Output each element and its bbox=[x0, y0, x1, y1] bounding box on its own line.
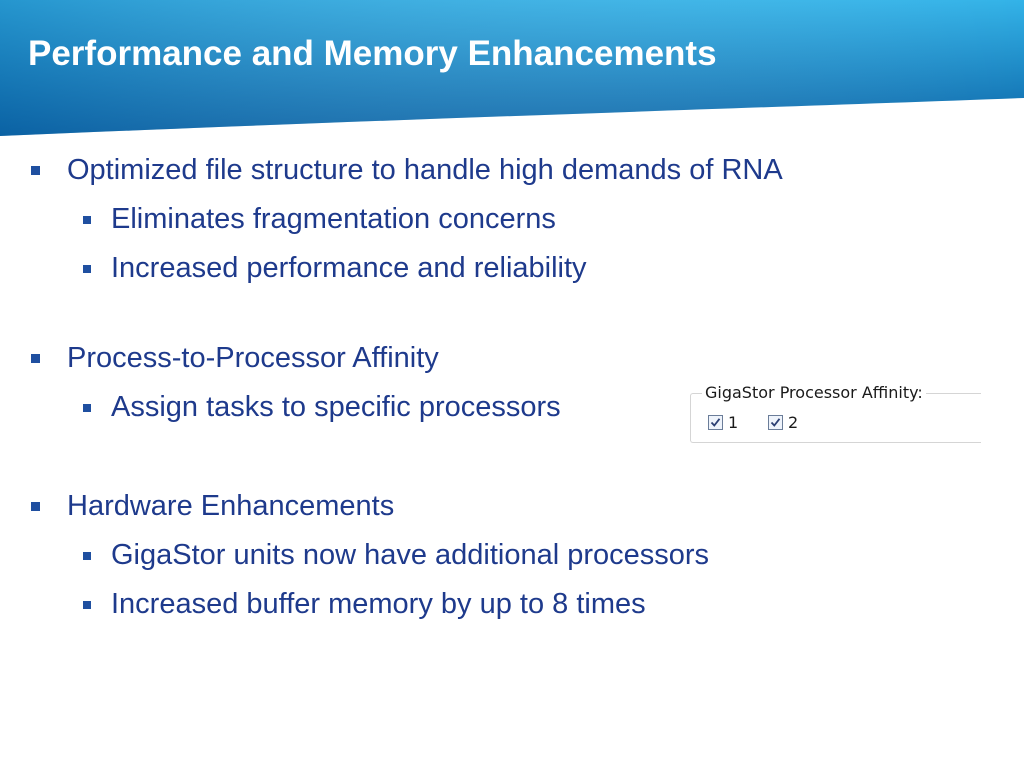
sub-bullet-item: GigaStor units now have additional proce… bbox=[83, 539, 709, 572]
square-bullet-icon bbox=[83, 551, 91, 560]
processor-2-checkbox[interactable]: 2 bbox=[768, 413, 798, 432]
sub-bullet-item: Increased buffer memory by up to 8 times bbox=[83, 588, 646, 621]
checkbox-label: 2 bbox=[788, 413, 799, 432]
processor-affinity-panel: GigaStor Processor Affinity: 1 2 bbox=[690, 383, 981, 443]
bullet-text: Hardware Enhancements bbox=[67, 490, 395, 522]
square-bullet-icon bbox=[83, 600, 91, 609]
sub-bullet-text: Assign tasks to specific processors bbox=[111, 391, 561, 423]
square-bullet-icon bbox=[31, 166, 40, 175]
bullet-text: Process-to-Processor Affinity bbox=[67, 342, 439, 374]
checkbox-checked-icon[interactable] bbox=[708, 415, 723, 430]
square-bullet-icon bbox=[31, 354, 40, 363]
sub-bullet-text: Increased buffer memory by up to 8 times bbox=[111, 588, 646, 620]
bullet-item: Process-to-Processor Affinity bbox=[31, 342, 439, 375]
checkbox-label: 1 bbox=[728, 413, 739, 432]
square-bullet-icon bbox=[83, 264, 91, 273]
header-banner bbox=[0, 0, 1024, 136]
square-bullet-icon bbox=[31, 502, 40, 511]
bullet-item: Hardware Enhancements bbox=[31, 490, 394, 523]
checkbox-checked-icon[interactable] bbox=[768, 415, 783, 430]
slide-title: Performance and Memory Enhancements bbox=[28, 34, 717, 73]
bullet-item: Optimized file structure to handle high … bbox=[31, 154, 783, 187]
sub-bullet-item: Increased performance and reliability bbox=[83, 252, 587, 285]
slide-header: Performance and Memory Enhancements bbox=[0, 0, 1024, 140]
square-bullet-icon bbox=[83, 215, 91, 224]
bullet-text: Optimized file structure to handle high … bbox=[67, 154, 783, 186]
square-bullet-icon bbox=[83, 403, 91, 412]
affinity-legend: GigaStor Processor Affinity: bbox=[702, 383, 926, 402]
sub-bullet-item: Assign tasks to specific processors bbox=[83, 391, 561, 424]
sub-bullet-text: Eliminates fragmentation concerns bbox=[111, 203, 556, 235]
sub-bullet-text: GigaStor units now have additional proce… bbox=[111, 539, 710, 571]
sub-bullet-item: Eliminates fragmentation concerns bbox=[83, 203, 556, 236]
processor-1-checkbox[interactable]: 1 bbox=[708, 413, 738, 432]
sub-bullet-text: Increased performance and reliability bbox=[111, 252, 587, 284]
